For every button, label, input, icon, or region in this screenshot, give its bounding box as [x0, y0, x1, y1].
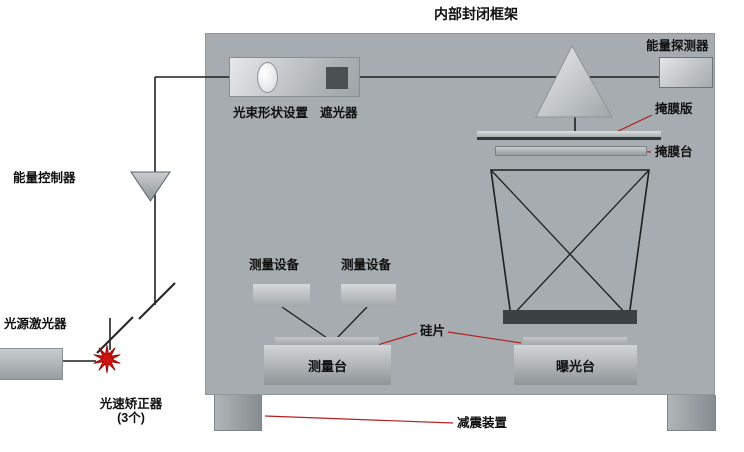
damper-label: 减震装置 [457, 416, 508, 430]
mask-plate-bar [477, 131, 661, 140]
exposure-stage-label: 曝光台 [555, 358, 595, 374]
exposure-stage: 曝光台 [514, 345, 637, 385]
mirror-icon [96, 316, 134, 354]
lens-ellipse-icon [257, 62, 278, 93]
shutter-block-icon [326, 67, 348, 89]
silicon-wafer-expose [523, 337, 627, 345]
laser-source-label: 光源激光器 [4, 317, 67, 331]
laser-source-box [0, 348, 63, 380]
measurement-device-right [341, 284, 396, 307]
measurement-device-left-label: 测量设备 [249, 258, 300, 272]
measurement-device-right-label: 测量设备 [341, 258, 392, 272]
beam-corrector-label: 光速矫正器 (3个) [92, 397, 170, 426]
laser-spark-icon [93, 344, 121, 374]
energy-controller-funnel [130, 171, 171, 202]
measurement-device-left [253, 284, 310, 307]
energy-detector-label: 能量探测器 [646, 39, 709, 53]
shutter-label: 遮光器 [320, 106, 358, 120]
damper-foot-left [214, 395, 262, 431]
silicon-wafer-label: 硅片 [420, 324, 446, 338]
beam-shaper-label: 光束形状设置 [233, 106, 309, 120]
beam-shaper-unit [229, 57, 360, 97]
measurement-stage-label: 测量台 [307, 358, 347, 374]
damper-pointer-line [264, 415, 454, 424]
energy-controller-label: 能量控制器 [13, 171, 76, 185]
mask-stage-label: 掩膜台 [655, 145, 693, 159]
mask-stage-bar [495, 146, 647, 156]
measurement-stage: 测量台 [264, 345, 391, 385]
beam-corrector-name: 光速矫正器 [99, 397, 163, 411]
mirror-lines [96, 282, 176, 354]
diagram-title: 内部封闭框架 [434, 6, 518, 22]
silicon-wafer-measure [275, 337, 379, 345]
damper-foot-right [667, 395, 716, 431]
mirror-icon [138, 282, 176, 320]
mask-plate-label: 掩膜版 [655, 102, 693, 116]
beam-corrector-count: (3个) [117, 411, 145, 426]
energy-detector-box [659, 57, 713, 88]
